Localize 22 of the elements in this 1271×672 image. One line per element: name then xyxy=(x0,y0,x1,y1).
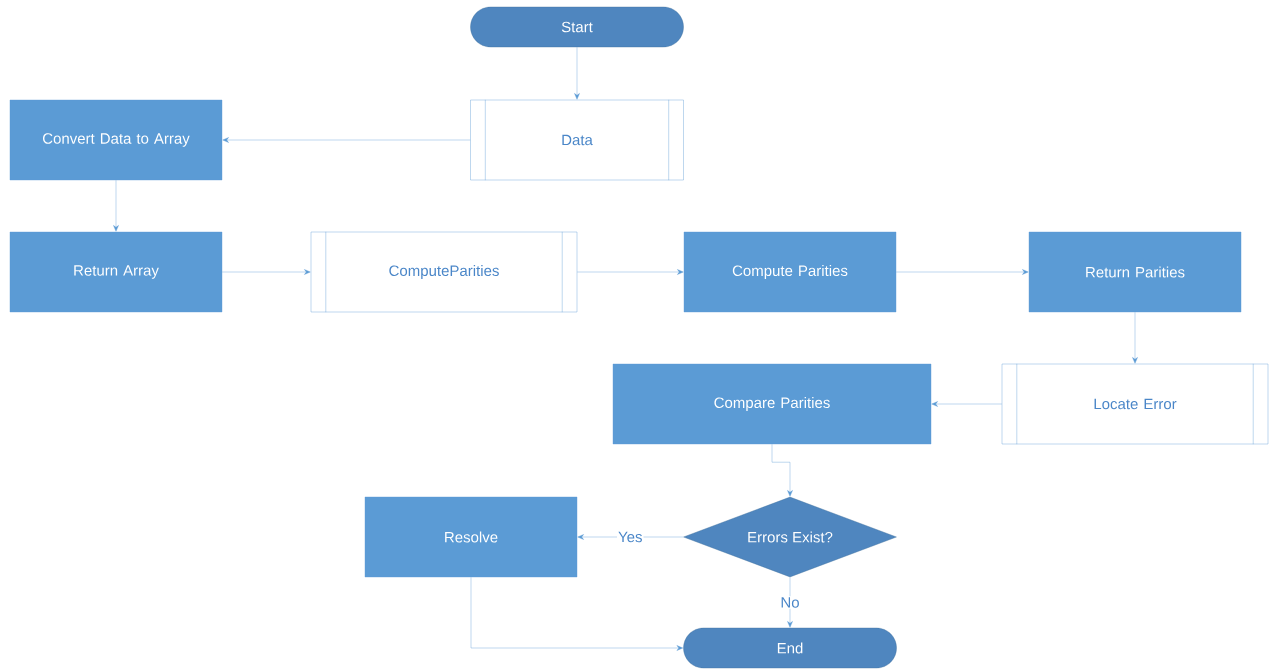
arrow xyxy=(931,401,1002,407)
process-box: Return Array xyxy=(9,231,223,313)
edge-label: Yes xyxy=(617,530,644,544)
arrow xyxy=(222,269,311,275)
arrow xyxy=(574,47,580,100)
process-box: Compare Parities xyxy=(612,363,932,445)
subroutine-box: Data xyxy=(470,99,684,181)
process-box: Resolve xyxy=(364,496,578,578)
edge-label: No xyxy=(779,596,801,609)
process-box: Convert Data to Array xyxy=(9,99,223,181)
arrow xyxy=(1132,312,1138,364)
arrow xyxy=(896,269,1029,275)
process-box: Return Parities xyxy=(1028,231,1242,313)
subroutine-box: ComputeParities xyxy=(310,231,578,313)
arrow xyxy=(771,444,793,497)
arrow xyxy=(470,577,683,651)
subroutine-box: Locate Error xyxy=(1001,363,1269,445)
arrow xyxy=(222,137,471,143)
process-box: Compute Parities xyxy=(683,231,897,313)
arrow xyxy=(113,180,119,232)
arrow xyxy=(577,269,684,275)
arrow xyxy=(787,577,793,628)
